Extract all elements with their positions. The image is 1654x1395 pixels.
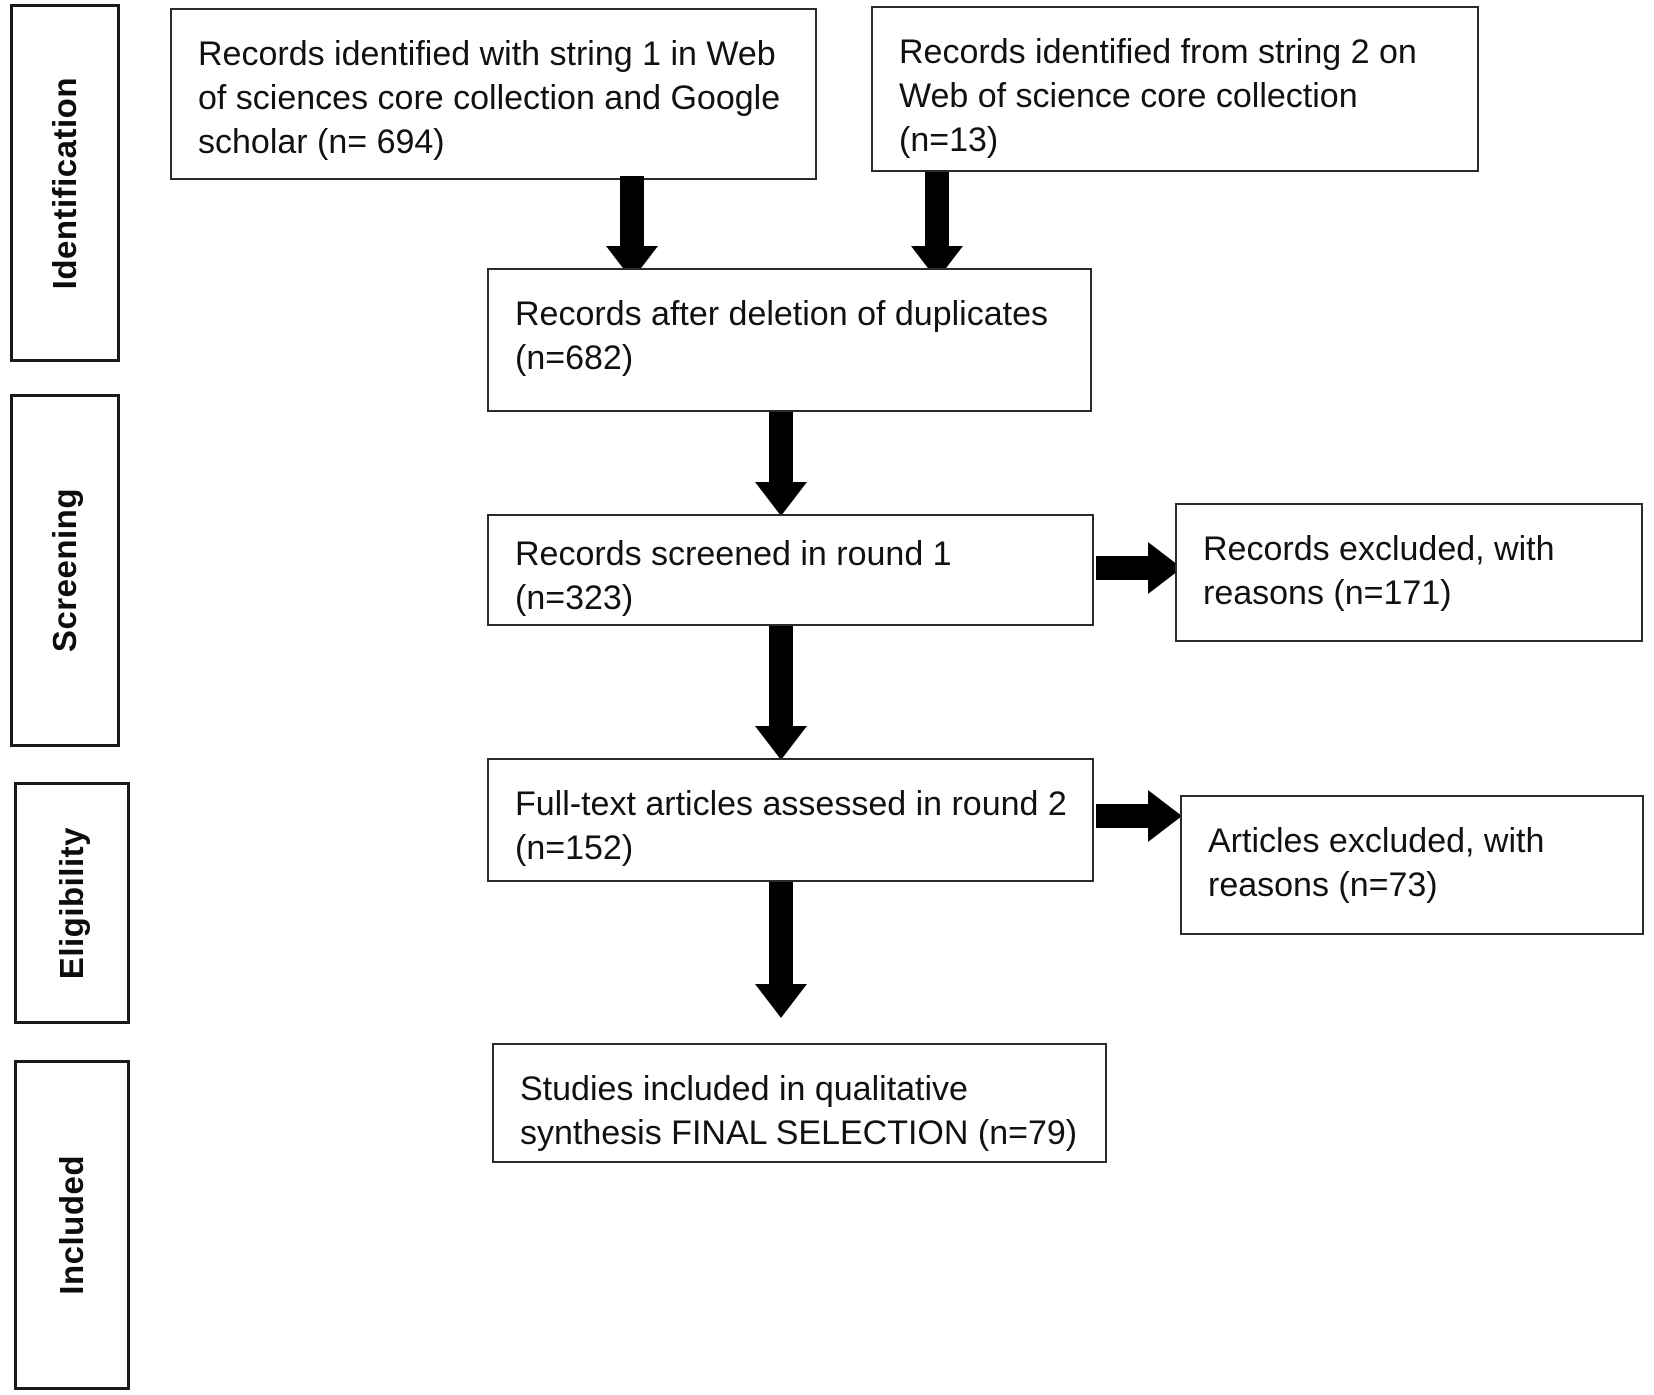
node-records-screened-round-1-text: Records screened in round 1 (n=323) <box>515 534 952 617</box>
node-articles-excluded-text: Articles excluded, with reasons (n=73) <box>1208 822 1545 905</box>
connector-string2-to-duplicates-arrow-icon <box>911 172 963 280</box>
connector-duplicates-to-screened-arrow-icon <box>755 412 807 516</box>
stage-label-included: Included <box>53 1155 90 1295</box>
connector-string1-to-duplicates-arrow-icon <box>606 176 658 280</box>
node-records-after-duplicates-text: Records after deletion of duplicates (n=… <box>515 295 1048 378</box>
node-records-string-1: Records identified with string 1 in Web … <box>170 8 817 180</box>
stage-label-screening: Screening <box>46 488 83 653</box>
stage-box-eligibility: Eligibility <box>14 782 130 1024</box>
node-records-screened-round-1: Records screened in round 1 (n=323) <box>487 514 1094 626</box>
node-records-excluded: Records excluded, with reasons (n=171) <box>1175 503 1643 642</box>
stage-box-screening: Screening <box>10 394 120 747</box>
node-records-string-1-text: Records identified with string 1 in Web … <box>198 35 781 162</box>
stage-box-included: Included <box>14 1060 130 1390</box>
connector-fulltext-to-included-arrow-icon <box>755 882 807 1018</box>
node-full-text-assessed-round-2-text: Full-text articles assessed in round 2 (… <box>515 785 1067 868</box>
node-studies-included-text: Studies included in qualitative synthesi… <box>520 1070 1078 1153</box>
node-records-string-2: Records identified from string 2 on Web … <box>871 6 1479 172</box>
stage-box-identification: Identification <box>10 4 120 362</box>
connector-fulltext-to-articles-excluded-arrow-icon <box>1096 790 1182 842</box>
node-records-after-duplicates: Records after deletion of duplicates (n=… <box>487 268 1092 412</box>
node-articles-excluded: Articles excluded, with reasons (n=73) <box>1180 795 1644 935</box>
node-records-string-2-text: Records identified from string 2 on Web … <box>899 33 1417 160</box>
connector-screened-to-fulltext-arrow-icon <box>755 626 807 760</box>
connector-screened-to-excluded-arrow-icon <box>1096 542 1182 594</box>
stage-label-eligibility: Eligibility <box>53 826 90 980</box>
stage-label-identification: Identification <box>46 76 83 290</box>
node-full-text-assessed-round-2: Full-text articles assessed in round 2 (… <box>487 758 1094 882</box>
node-records-excluded-text: Records excluded, with reasons (n=171) <box>1203 530 1555 613</box>
node-studies-included: Studies included in qualitative synthesi… <box>492 1043 1107 1163</box>
